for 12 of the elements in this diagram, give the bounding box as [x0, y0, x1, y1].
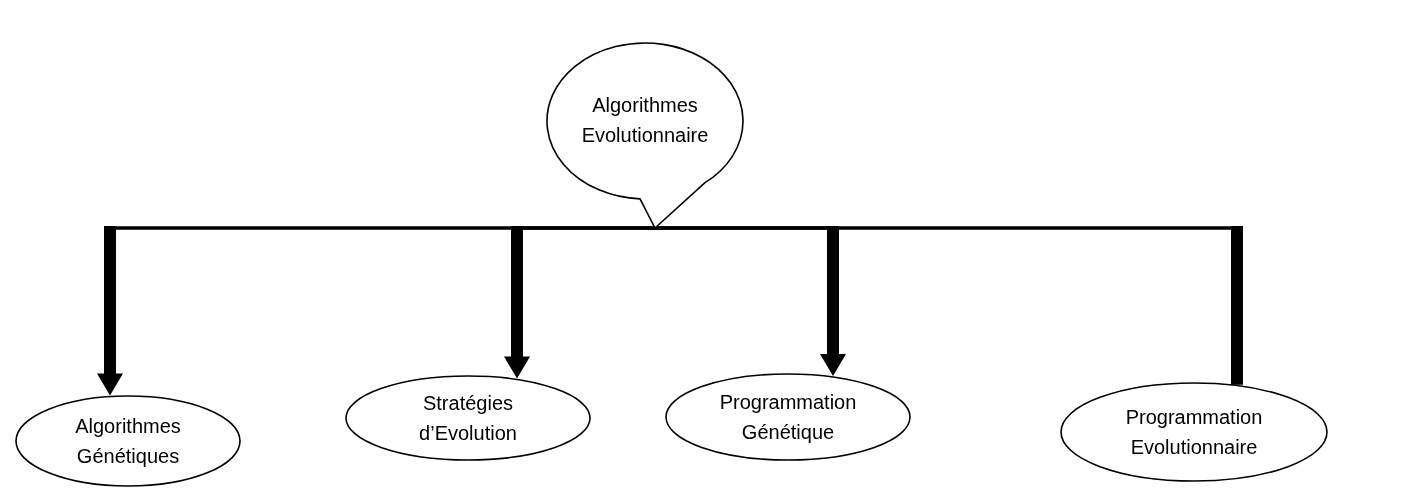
speech-bubble — [545, 40, 745, 230]
ellipse-node — [665, 373, 911, 461]
connector-line — [655, 226, 1243, 385]
ellipse-node — [345, 375, 591, 461]
ellipse-node — [1060, 382, 1328, 482]
node-label: Programmation Evolutionnaire — [1124, 405, 1264, 460]
node-label: Algorithmes Evolutionnaire — [580, 93, 710, 148]
ellipse-node — [15, 395, 241, 487]
arrow — [504, 226, 655, 379]
node-label: Programmation Génétique — [718, 390, 858, 445]
node-label: Stratégies d’Evolution — [418, 391, 518, 446]
node-label: Algorithmes Génétiques — [74, 414, 182, 469]
